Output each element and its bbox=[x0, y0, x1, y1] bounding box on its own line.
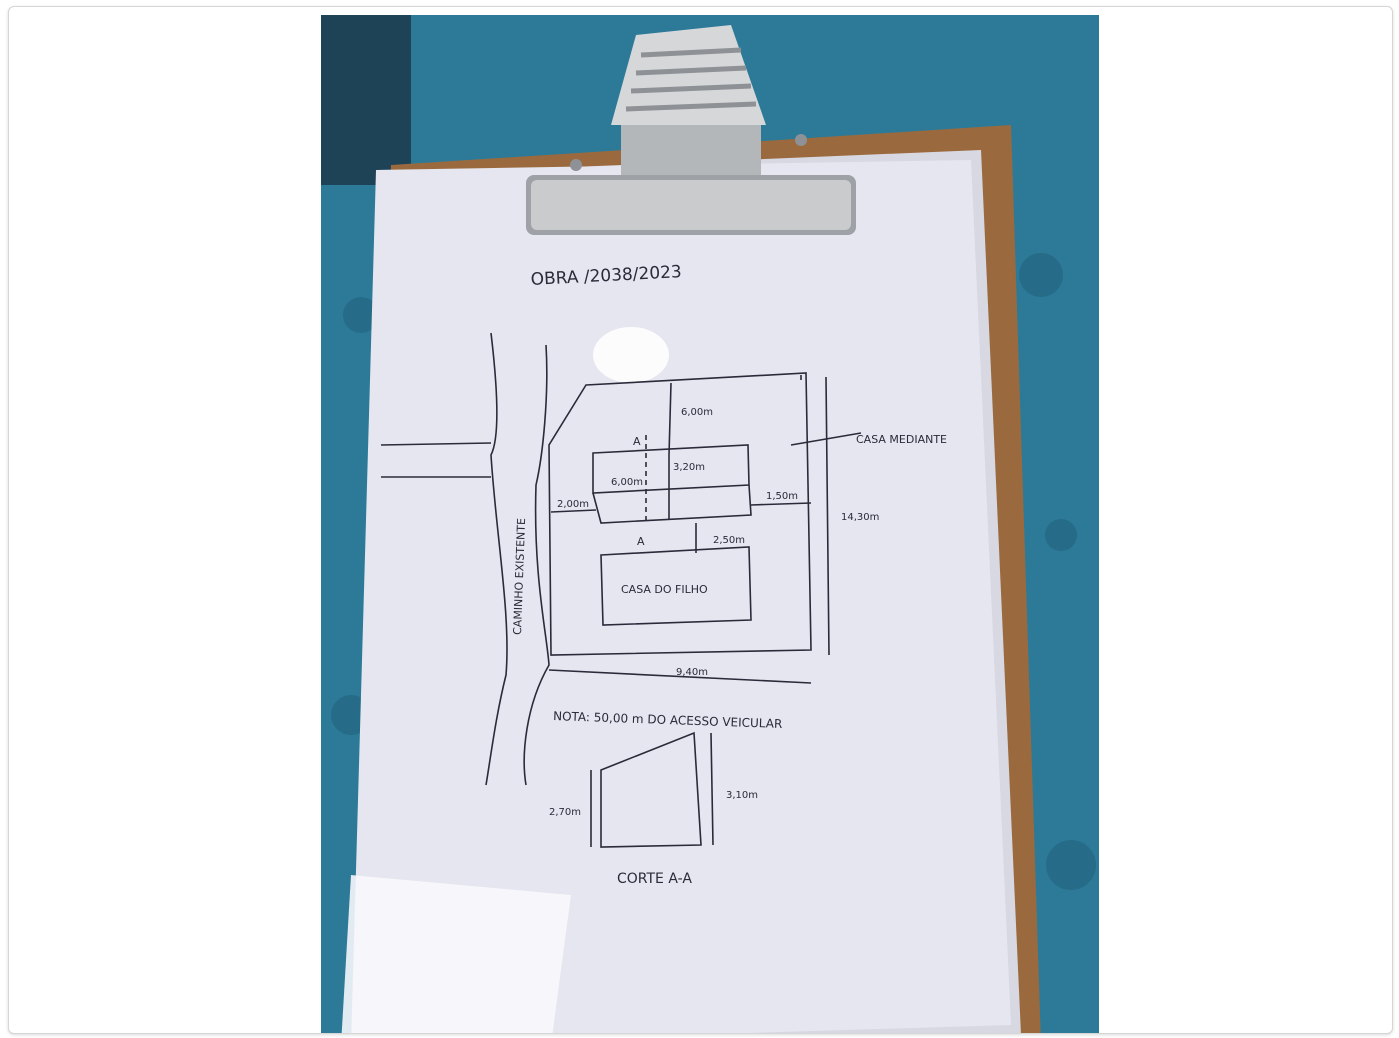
shadow-corner bbox=[321, 15, 411, 185]
section-height-right: 3,10m bbox=[726, 790, 758, 801]
paper-sheet bbox=[351, 160, 1011, 1033]
dim-width-inner: 3,20m bbox=[673, 462, 705, 473]
section-title: CORTE A-A bbox=[617, 871, 692, 887]
dim-height-total: 14,30m bbox=[841, 512, 879, 523]
dim-side-right: 1,50m bbox=[766, 491, 798, 502]
dim-side-left: 2,00m bbox=[557, 499, 589, 510]
section-height-left: 2,70m bbox=[549, 807, 581, 818]
image-frame: OBRA /2038/2023 CAMINHO EXISTENTE CASA M… bbox=[8, 6, 1393, 1034]
dim-top: 6,00m bbox=[681, 407, 713, 418]
clipboard-photo: OBRA /2038/2023 CAMINHO EXISTENTE CASA M… bbox=[321, 15, 1099, 1033]
sketch-lines bbox=[380, 332, 862, 848]
glare-bottom bbox=[341, 875, 571, 1033]
label-road: CAMINHO EXISTENTE bbox=[511, 518, 528, 635]
label-house-front: CASA DO FILHO bbox=[621, 583, 708, 596]
section-a-bottom: A bbox=[637, 535, 645, 548]
label-house-existing: CASA MEDIANTE bbox=[856, 433, 947, 446]
dim-left: 6,00m bbox=[611, 477, 643, 488]
section-a-top: A bbox=[633, 435, 641, 448]
dim-bottom: 9,40m bbox=[676, 667, 708, 678]
clipboard-clip bbox=[526, 25, 856, 235]
dim-gap: 2,50m bbox=[713, 535, 745, 546]
glare-spot bbox=[593, 327, 669, 383]
photo-svg: OBRA /2038/2023 CAMINHO EXISTENTE CASA M… bbox=[321, 15, 1099, 1033]
